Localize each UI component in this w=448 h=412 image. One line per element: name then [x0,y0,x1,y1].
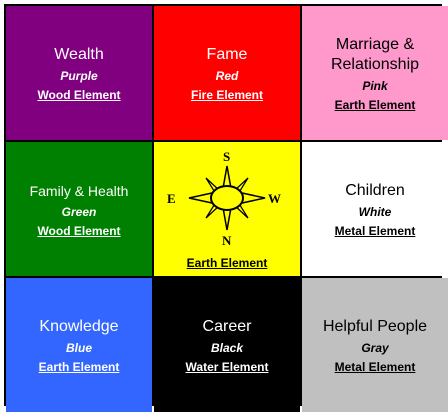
cell-helpful-people: Helpful People Gray Metal Element [302,278,448,412]
cell-element: Earth Element [334,97,416,112]
cell-name: Family & Health [29,182,129,199]
cell-element: Earth Element [38,359,120,374]
compass-east-label: E [167,191,176,206]
cell-knowledge: Knowledge Blue Earth Element [6,278,152,412]
cell-color: Pink [362,78,388,93]
cell-color: Gray [361,340,389,355]
cell-wealth: Wealth Purple Wood Element [6,6,152,140]
cell-color: Purple [60,68,98,83]
cell-fame: Fame Red Fire Element [154,6,300,140]
cell-marriage-relationship: Marriage & Relationship Pink Earth Eleme… [302,6,448,140]
compass-south-label: S [223,149,230,164]
cell-color: Blue [65,340,92,355]
cell-name: Knowledge [39,317,119,335]
cell-element: Earth Element [186,256,268,270]
cell-name: Fame [206,45,248,63]
cell-children: Children White Metal Element [302,142,448,276]
bagua-grid: Wealth Purple Wood Element Fame Red Fire… [4,4,448,412]
compass-star [188,165,266,231]
cell-center: S N E W Earth Element [154,142,300,276]
cell-element: Water Element [185,359,269,374]
cell-color: Red [215,68,239,83]
cell-element: Wood Element [37,223,121,238]
cell-element: Wood Element [37,87,121,102]
compass-north-label: N [222,233,232,248]
cell-color: Black [210,340,244,355]
cell-name: Wealth [54,45,104,63]
cell-color: White [358,204,392,219]
cell-name: Marriage & Relationship [330,35,420,73]
cell-element: Fire Element [190,87,264,102]
cell-family-health: Family & Health Green Wood Element [6,142,152,276]
cell-element: Metal Element [334,223,416,238]
cell-career: Career Black Water Element [154,278,300,412]
cell-color: Green [61,204,97,219]
cell-name: Helpful People [322,317,428,335]
compass-west-label: W [268,191,281,206]
compass-rose-icon: S N E W [167,149,281,248]
cell-name: Career [202,317,252,335]
cell-name: Children [345,181,405,199]
cell-element: Metal Element [334,359,416,374]
